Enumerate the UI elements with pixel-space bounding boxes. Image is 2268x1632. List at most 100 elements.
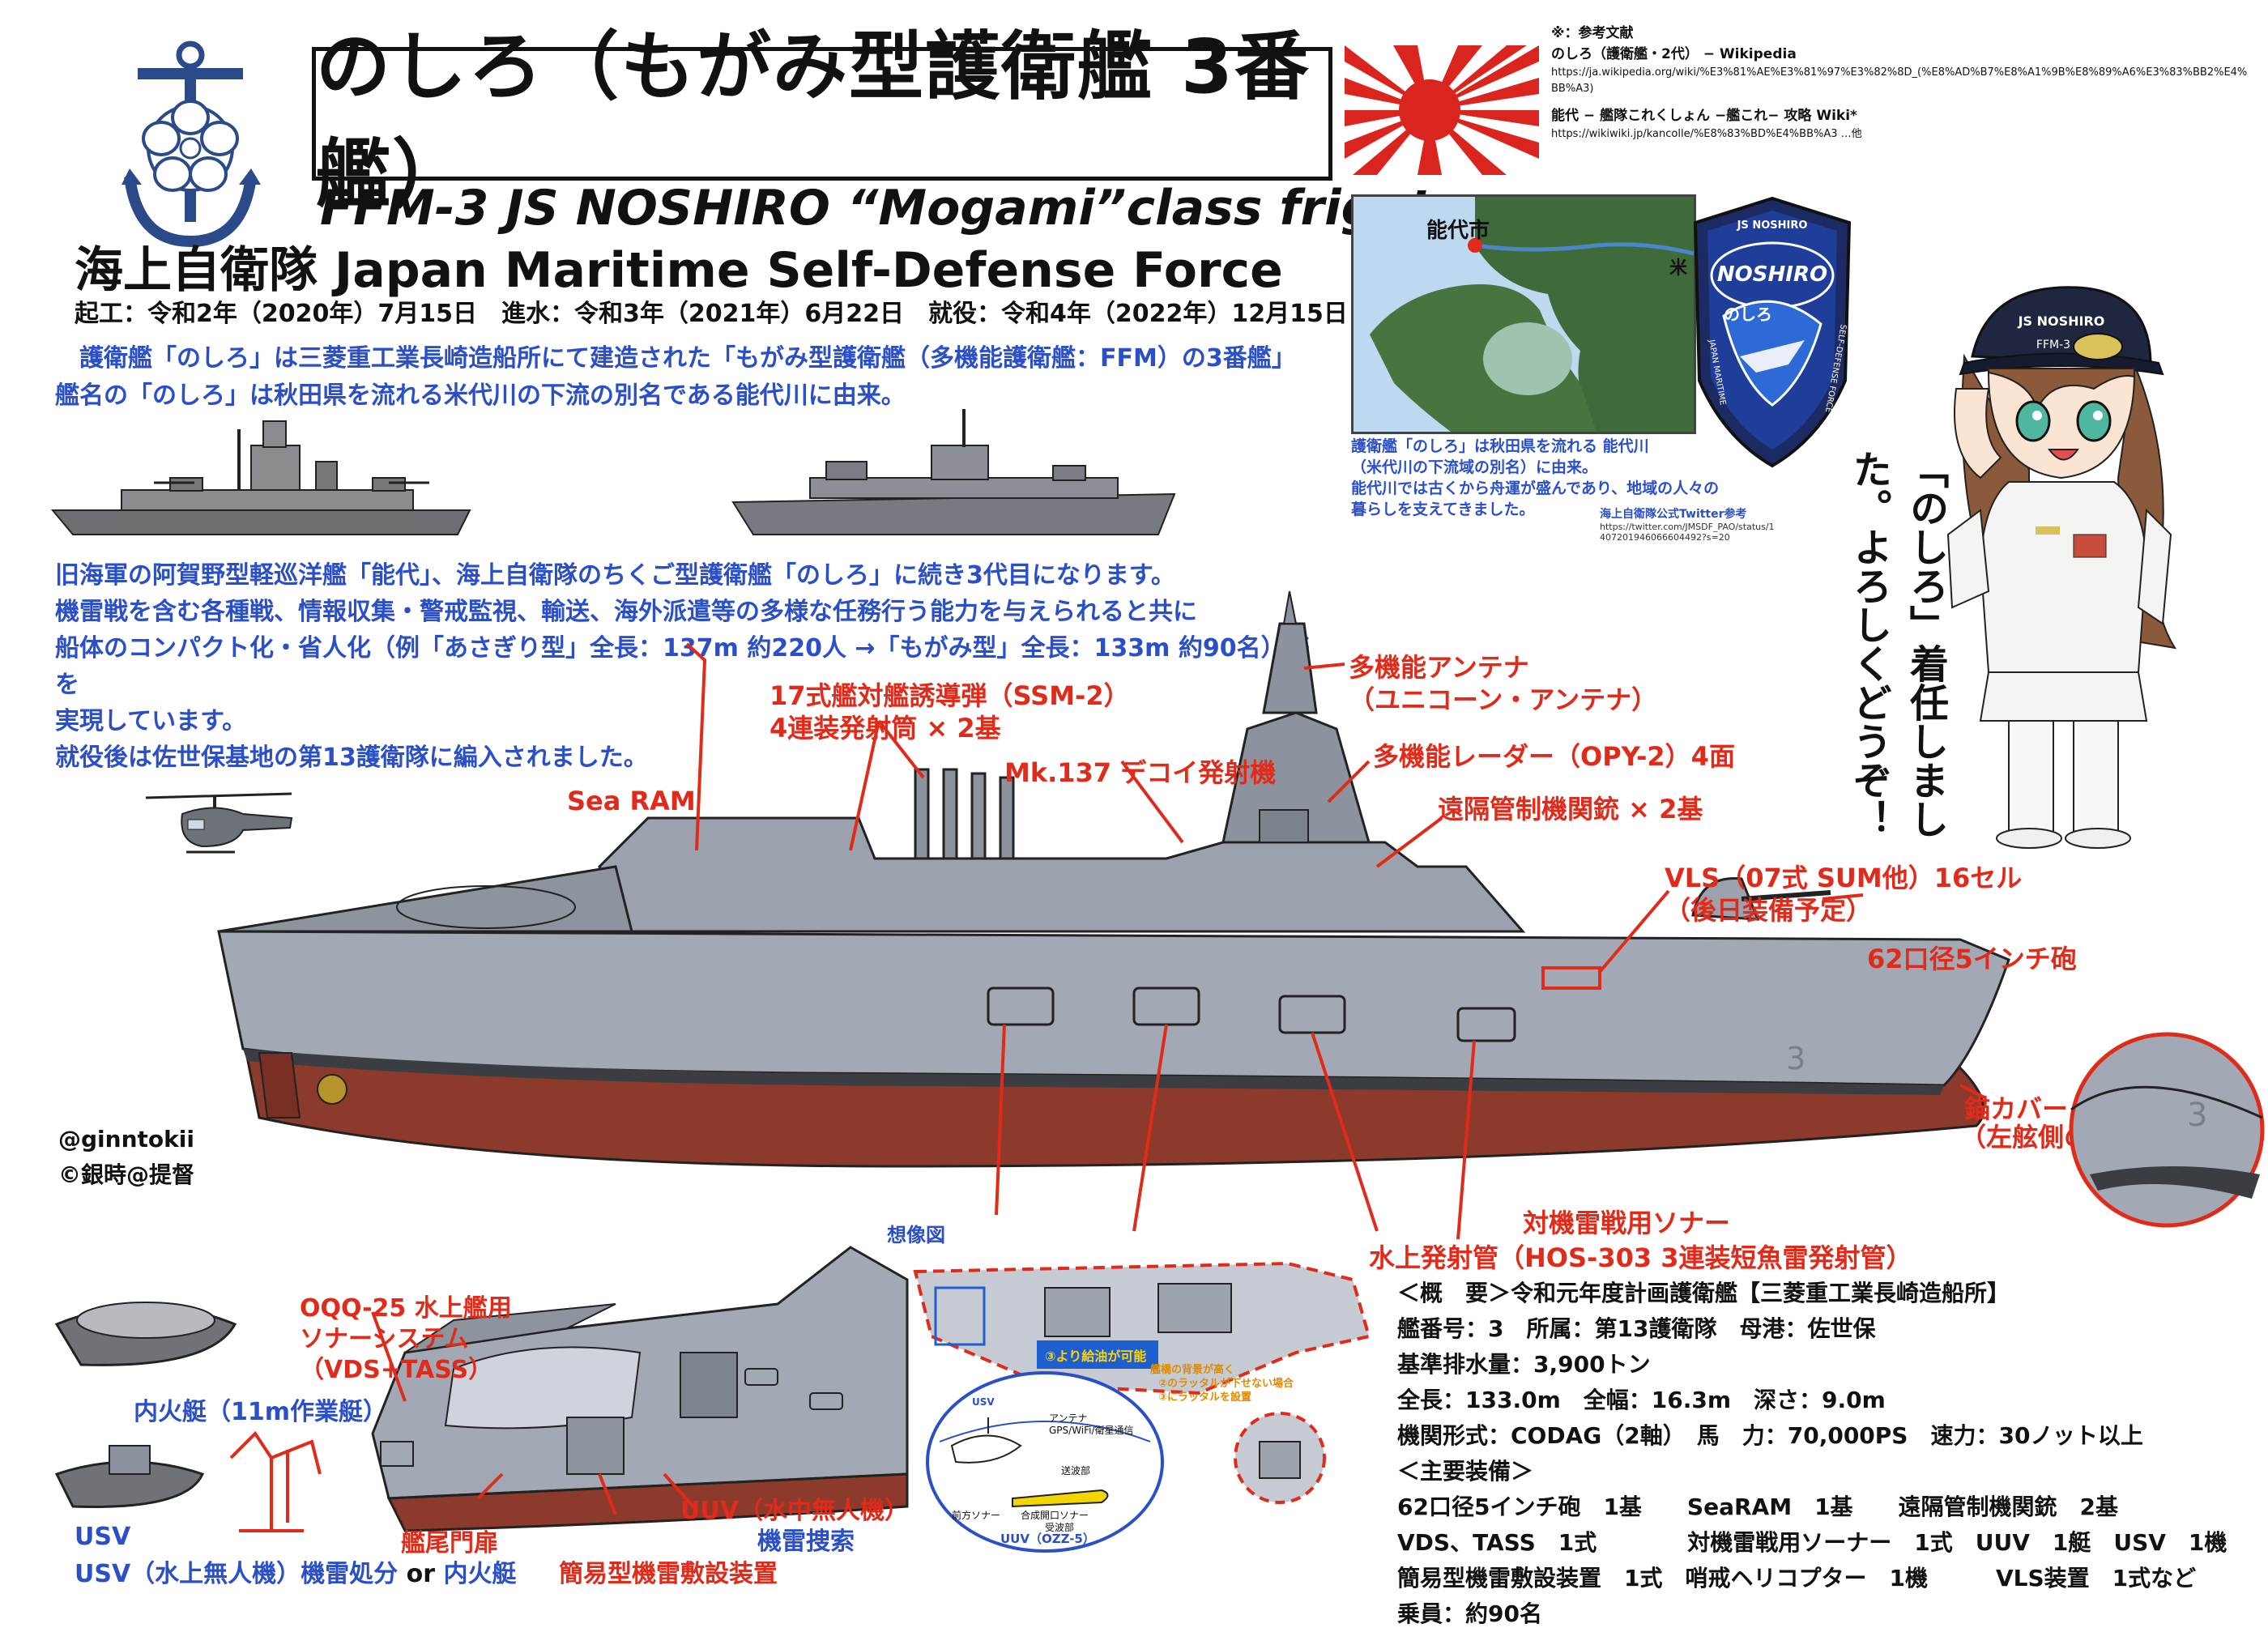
callout-torpedo: 水上発射管（HOS-303 3連装短魚雷発射管） — [1369, 1242, 1912, 1273]
character-cap-text: JS NOSHIRO — [2018, 313, 2105, 329]
history-line: 船体のコンパクト化・省人化（例「あさぎり型」全長：137m 約220人 →「もが… — [55, 634, 1310, 699]
page-title: のしろ（もがみ型護衛艦 3番艦） — [312, 23, 1332, 218]
oqq-label: OQQ-25 水上艦用 — [300, 1294, 512, 1323]
callout-antenna: 多機能アンテナ — [1349, 652, 1529, 683]
inset-uuv-label: UUV（OZZ-5） — [1000, 1532, 1095, 1546]
construction-dates: 起工：令和2年（2020年）7月15日 進水：令和3年（2021年）6月22日 … — [75, 300, 1348, 328]
intro-line: 護衛艦「のしろ」は三菱重工業長崎造船所にて建造された「もがみ型護衛艦（多機能護衛… — [55, 344, 1296, 373]
callout-machine-gun: 遠隔管制機関銃 × 2基 — [1438, 794, 1703, 825]
character-cap-code: FFM-3 — [2036, 339, 2070, 352]
callout-radar: 多機能レーダー（OPY-2）4面 — [1373, 741, 1735, 772]
history-line: 就役後は佐世保基地の第13護衛隊に編入されました。 — [55, 744, 648, 772]
usv-label: USV — [75, 1523, 131, 1551]
spec-line: 簡易型機雷敷設装置 1式 哨戒ヘリコプター 1機 VLS装置 1式など — [1397, 1565, 2197, 1592]
akita-noshiro-map: 能代市 米 — [1351, 194, 1696, 434]
spec-line: 艦番号：3 所属：第13護衛隊 母港：佐世保 — [1397, 1315, 1876, 1342]
note-a: 艦橋の背景が高く — [1150, 1363, 1234, 1376]
rising-sun-flag-icon — [1345, 45, 1539, 175]
reference-2-title: 能代 − 艦隊これくしょん −艦これ− 攻略 Wiki* — [1551, 108, 1857, 124]
inset-usv-label: USV — [972, 1396, 995, 1408]
references: ※：参考文献 のしろ（護衛艦・2代） − Wikipedia https://j… — [1551, 23, 2248, 143]
callout-searam: Sea RAM — [567, 786, 696, 816]
reference-1-url[interactable]: https://ja.wikipedia.org/wiki/%E3%81%AE%… — [1551, 66, 2248, 95]
map-city-label: 能代市 — [1426, 218, 1490, 243]
callout-vls: VLS（07式 SUM他）16セル — [1665, 863, 2022, 893]
references-heading: ※：参考文献 — [1551, 25, 1634, 41]
noshiro-ship-emblem: JS NOSHIRO NOSHIRO のしろ JAPAN MARITIME SE… — [1691, 194, 1853, 470]
usv-illustration — [49, 1280, 243, 1380]
character-greeting: 「のしろ」着任しました。よろしくどうぞ！ — [1846, 450, 1948, 838]
map-caption-line: 能代川では古くから舟運が盛んであり、地域の人々の — [1351, 479, 1720, 497]
artist-handle: @ginntokii — [58, 1126, 194, 1153]
chikugo-class-noshiro-illustration — [729, 405, 1183, 554]
intro-text: 護衛艦「のしろ」は三菱重工業長崎造船所にて建造された「もがみ型護衛艦（多機能護衛… — [55, 340, 1319, 415]
work-boat-label: 内火艇（11m作業艇） — [134, 1398, 388, 1426]
hull-number: 3 — [1786, 1041, 1805, 1076]
reference-2-url[interactable]: https://wikiwiki.jp/kancolle/%E8%83%BD%E… — [1551, 128, 1862, 140]
reference-1-title: のしろ（護衛艦・2代） − Wikipedia — [1551, 46, 1797, 62]
spec-line: 基準排水量：3,900トン — [1397, 1351, 1651, 1378]
map-credit: 海上自衛隊公式Twitter参考 https://twitter.com/JMS… — [1600, 505, 1778, 543]
spec-line: 機関形式：CODAG（2軸） 馬 力：70,000PS 速力：30ノット以上 — [1397, 1422, 2143, 1449]
usv-mine-disposal: 機雷処分 — [301, 1560, 399, 1588]
noshiro-character-illustration: JS NOSHIRO FFM-3 — [1932, 267, 2199, 850]
emblem-name-kana: のしろ — [1724, 305, 1772, 324]
usv-or: or — [406, 1560, 436, 1588]
stern-closeup-illustration — [356, 1231, 923, 1542]
boat-crane-sketch — [223, 1425, 336, 1542]
jmsdf-heading: 海上自衛隊 Japan Maritime Self-Defense Force — [75, 242, 1283, 299]
map-caption-line: （米代川の下流域の別名）に由来。 — [1351, 458, 1598, 476]
map-river-label: 米 — [1669, 258, 1688, 279]
history-line: 機雷戦を含む各種戦、情報収集・警戒監視、輸送、海外派遣等の多様な任務行う能力を与… — [55, 598, 1197, 626]
callout-antenna-detail: （ユニコーン・アンテナ） — [1349, 684, 1657, 715]
inset-sonar-label: 合成開口ソナー — [1021, 1509, 1089, 1521]
inset-gps-label: GPS/WiFi/衛星通信 — [1049, 1425, 1134, 1436]
map-caption-line: 護衛艦「のしろ」は秋田県を流れる 能代川 — [1351, 437, 1649, 455]
map-caption-line: 暮らしを支えてきました。 — [1351, 501, 1535, 518]
callout-decoy: Mk.137 デコイ発射機 — [1004, 757, 1276, 788]
usv-full-label: USV（水上無人機） — [75, 1560, 301, 1588]
history-line: 実現しています。 — [55, 707, 247, 735]
callout-vls-note: （後日装備予定） — [1665, 895, 1872, 926]
uuv-label: UUV（水中無人機） — [680, 1497, 909, 1525]
callout-ssm: 17式艦対艦誘導弾（SSM-2） — [770, 680, 1130, 711]
specifications: ＜概 要＞令和元年度計画護衛艦【三菱重工業長崎造船所】 艦番号：3 所属：第13… — [1397, 1276, 2256, 1632]
work-boat-illustration — [49, 1425, 211, 1518]
oqq-label-3: （VDS+TASS） — [300, 1356, 493, 1384]
spec-line: 62口径5インチ砲 1基 SeaRAM 1基 遠隔管制機関銃 2基 — [1397, 1494, 2119, 1520]
intro-line: 艦名の「のしろ」は秋田県を流れる米代川の下流の別名である能代川に由来。 — [55, 381, 906, 410]
interior-concept-diagram: ③より給油が可能 艦橋の背景が高く ②のラッタルが下せない場合 ③にラッタルを設… — [913, 1239, 1371, 1510]
imagined-figure-label: 想像図 — [887, 1224, 945, 1246]
spec-heading: ＜概 要＞令和元年度計画護衛艦【三菱重工業長崎造船所】 — [1397, 1280, 2010, 1306]
note-b: ②のラッタルが下せない場合 — [1158, 1377, 1294, 1390]
anchor-cover-detail: 3 — [2066, 1029, 2268, 1234]
callout-anchor-cover: 錨カバー — [1964, 1093, 2068, 1124]
callout-ssm-launcher: 4連装発射筒 × 2基 — [770, 713, 1001, 744]
artist-copyright: ©銀時@提督 — [58, 1161, 195, 1188]
spec-line: ＜主要装備＞ — [1397, 1458, 1534, 1485]
note-c: ③にラッタルを設置 — [1158, 1391, 1251, 1404]
spec-line: 全長：133.0m 全幅：16.3m 深さ：9.0m — [1397, 1387, 1886, 1413]
inset-rx-label: 受波部 — [1045, 1521, 1074, 1533]
spec-line: 乗員：約90名 — [1397, 1600, 1542, 1627]
emblem-top-text: JS NOSHIRO — [1737, 219, 1808, 232]
callout-sonar: 対機雷戦用ソナー — [1523, 1208, 1731, 1238]
artist-signature: @ginntokii ©銀時@提督 — [58, 1122, 194, 1193]
mogami-class-frigate-illustration: 3 Sea RAM 17式艦対艦誘導弾（SSM-2） 4連装発射筒 × 2基 M… — [0, 590, 2142, 1247]
mine-layer-label: 簡易型機雷敷設装置 — [559, 1560, 778, 1588]
inset-tx-label: 送波部 — [1061, 1464, 1090, 1476]
map-credit-text: 海上自衛隊公式Twitter参考 — [1600, 508, 1747, 521]
usv-mine-disposal-label: USV（水上無人機）機雷処分 or 内火艇 — [75, 1553, 517, 1589]
uuv-inset-diagram: USV アンテナ GPS/WiFi/衛星通信 送波部 合成開口ソナー 受波部 前… — [923, 1369, 1166, 1558]
history-line: 旧海軍の阿賀野型軽巡洋艦「能代」、海上自衛隊のちくご型護衛艦「のしろ」に続き3代… — [55, 561, 1175, 590]
callout-gun: 62口径5インチ砲 — [1867, 944, 2077, 974]
usv-work-boat: 内火艇 — [443, 1560, 517, 1588]
emblem-brand: NOSHIRO — [1717, 262, 1827, 287]
historic-cruiser-noshiro-illustration — [49, 413, 486, 554]
map-credit-url[interactable]: https://twitter.com/JMSDF_PAO/status/140… — [1600, 522, 1775, 543]
refuel-note: ③より給油が可能 — [1045, 1349, 1146, 1364]
patrol-helicopter-illustration — [138, 786, 300, 870]
oqq-label-2: ソナーシステム — [300, 1325, 469, 1353]
stern-door-label: 艦尾門扉 — [401, 1529, 498, 1557]
subtitle-english: FFM-3 JS NOSHIRO “Mogami”class frigate — [320, 180, 1465, 236]
